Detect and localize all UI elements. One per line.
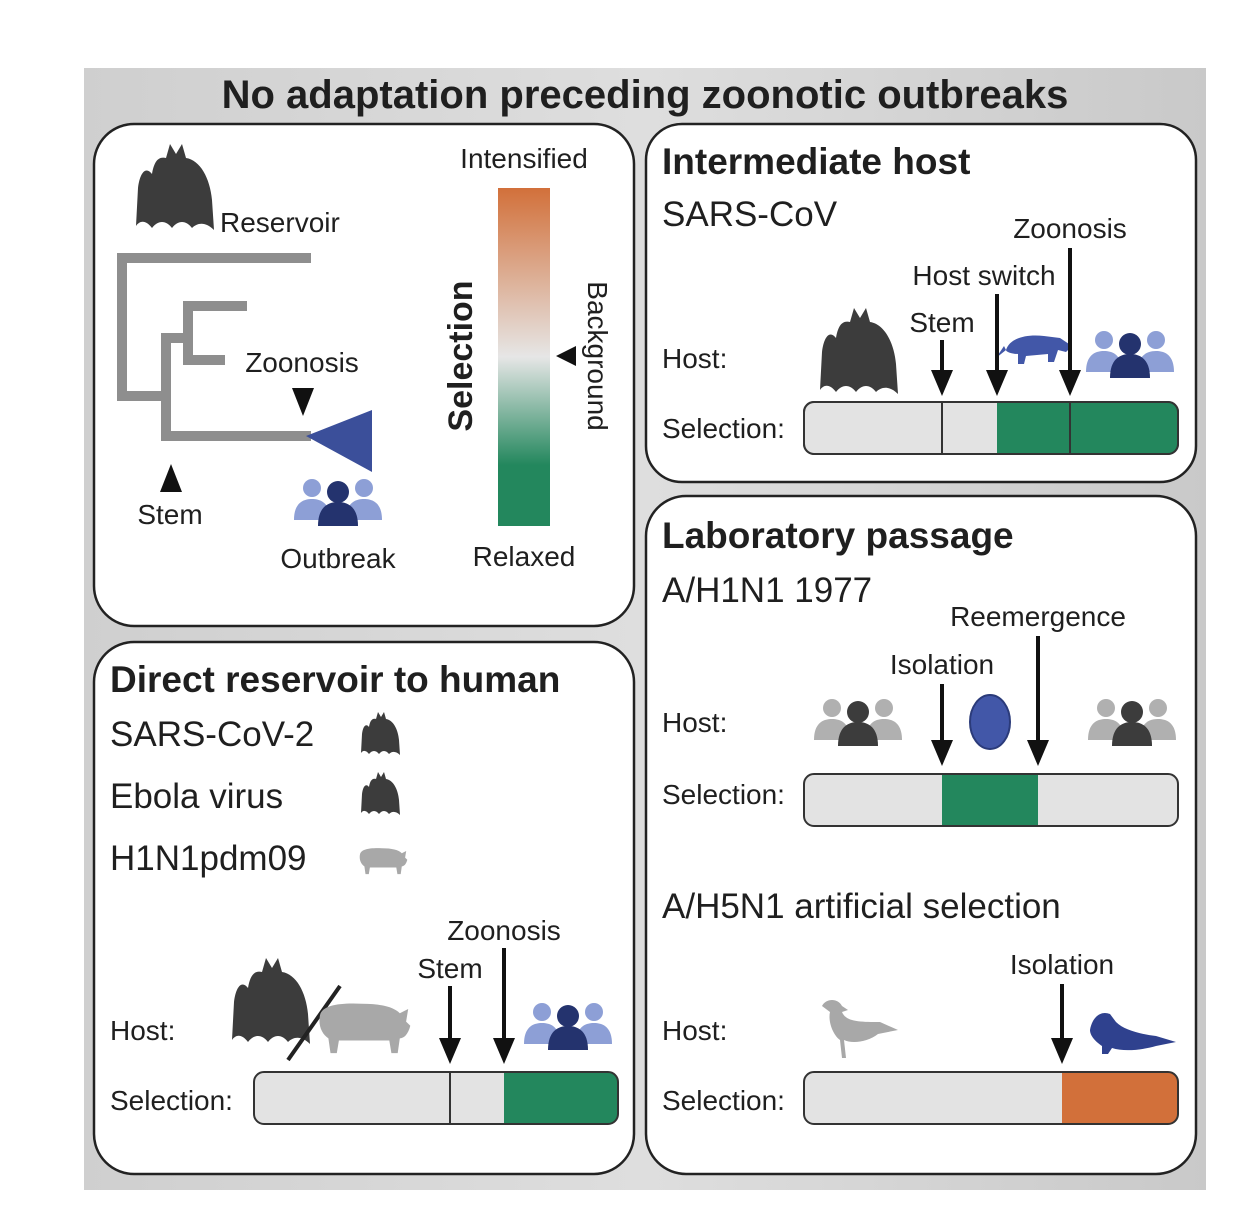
h5n1-selection-label: Selection:: [662, 1085, 785, 1116]
ferret-icon: [1090, 1012, 1176, 1054]
stem-label: Stem: [137, 499, 202, 530]
direct-reservoir-panel: Direct reservoir to human SARS-CoV-2 Ebo…: [92, 640, 636, 1176]
humans-icon: [1088, 699, 1176, 746]
intermediate-host-panel: Intermediate host SARS-CoV Host: Selecti…: [644, 122, 1198, 484]
h1n1-virus-name: A/H1N1 1977: [662, 571, 872, 610]
host-switch-label: Host switch: [912, 260, 1055, 291]
intermediate-stem-label: Stem: [909, 307, 974, 338]
h1n1-selection-label: Selection:: [662, 779, 785, 810]
intermediate-selection-bar: [803, 401, 1179, 455]
intermediate-selection-label: Selection:: [662, 413, 785, 444]
or-slash-divider: [286, 984, 342, 1062]
direct-stem-label: Stem: [417, 953, 482, 984]
outbreak-clade-triangle: [306, 410, 372, 472]
h5n1-virus-name: A/H5N1 artificial selection: [662, 887, 1061, 926]
egg-icon: [969, 694, 1011, 750]
selection-gradient-bar: [498, 188, 550, 526]
intermediate-heading: Intermediate host: [662, 141, 970, 182]
reservoir-label: Reservoir: [220, 207, 340, 238]
intensified-label: Intensified: [460, 143, 588, 174]
selection-axis-label: Selection: [442, 280, 480, 431]
civet-icon: [996, 335, 1072, 364]
humans-icon: [294, 479, 382, 526]
background-label: Background: [582, 281, 613, 430]
phylogenetic-tree: [117, 253, 311, 441]
stem-marker-icon: [160, 464, 182, 492]
reemergence-label: Reemergence: [950, 601, 1126, 632]
intermediate-virus-name: SARS-CoV: [662, 195, 838, 234]
h5n1-selection-bar: [803, 1071, 1179, 1125]
direct-heading: Direct reservoir to human: [110, 659, 560, 700]
zoonosis-marker-icon: [292, 388, 314, 416]
virus-name-h1n1pdm09: H1N1pdm09: [110, 839, 307, 878]
virus-name-ebola: Ebola virus: [110, 777, 283, 816]
direct-selection-bar: [253, 1071, 619, 1125]
intermediate-host-label: Host:: [662, 343, 727, 374]
zoonosis-label: Zoonosis: [245, 347, 359, 378]
legend-panel: Reservoir Zoonosis Stem Outbreak Intensi…: [92, 122, 636, 628]
h1n1-host-label: Host:: [662, 707, 727, 738]
background-marker-icon: [556, 346, 576, 366]
lab-panel-frame: [644, 494, 1198, 1176]
outbreak-label: Outbreak: [280, 543, 396, 574]
bird-icon: [822, 1000, 898, 1058]
relaxed-label: Relaxed: [473, 541, 576, 572]
humans-icon: [1086, 331, 1174, 378]
intermediate-zoonosis-label: Zoonosis: [1013, 213, 1127, 244]
h1n1-selection-bar: [803, 773, 1179, 827]
direct-zoonosis-label: Zoonosis: [447, 915, 561, 946]
h1n1-isolation-label: Isolation: [890, 649, 994, 680]
humans-icon: [814, 699, 902, 746]
h5n1-host-label: Host:: [662, 1015, 727, 1046]
direct-selection-label: Selection:: [110, 1085, 233, 1116]
h5n1-isolation-label: Isolation: [1010, 949, 1114, 980]
intermediate-panel-frame: [644, 122, 1198, 484]
lab-heading: Laboratory passage: [662, 515, 1014, 556]
direct-host-label: Host:: [110, 1015, 175, 1046]
figure-title: No adaptation preceding zoonotic outbrea…: [222, 73, 1069, 117]
virus-name-sars-cov-2: SARS-CoV-2: [110, 715, 314, 754]
humans-icon: [524, 1003, 612, 1050]
laboratory-passage-panel: Laboratory passage A/H1N1 1977 Host: Sel…: [644, 494, 1198, 1176]
